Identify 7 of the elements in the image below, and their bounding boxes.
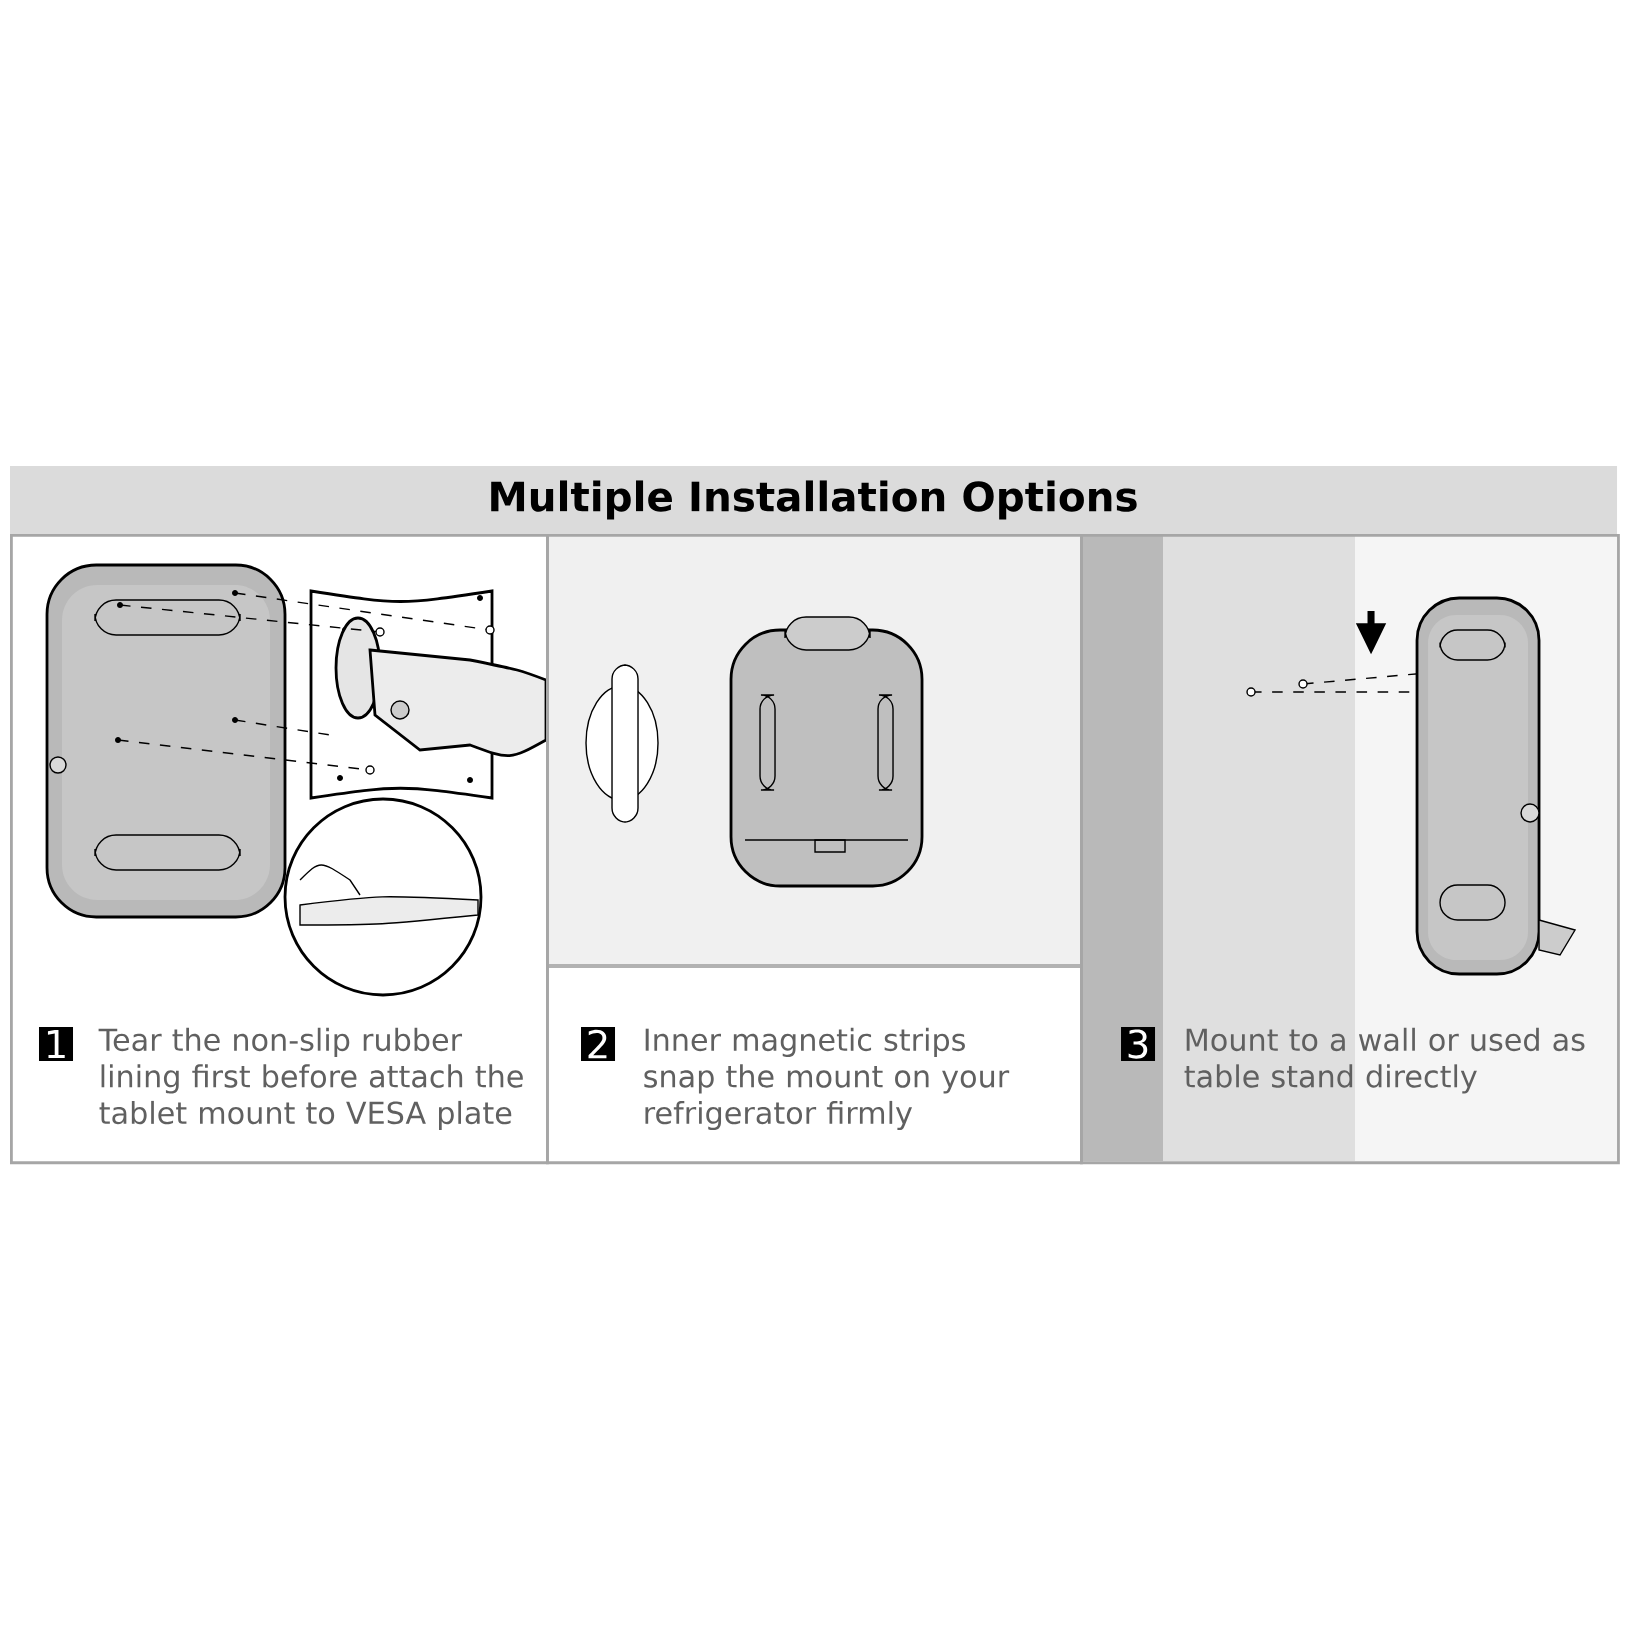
step-text: Mount to a wall or used as table stand directly <box>1184 1027 1585 1094</box>
step-number: 1 <box>39 1027 73 1061</box>
step-number: 3 <box>1121 1027 1156 1061</box>
step-text: Tear the non-slip rubber lining first before attach the tablet mount to VESA plate <box>98 1027 523 1131</box>
step-text: Inner magnetic strips snap the mount on your refrigerator firmly <box>644 1027 1010 1131</box>
title: Multiple Installation Options <box>491 480 1137 520</box>
step-number: 2 <box>581 1027 615 1061</box>
